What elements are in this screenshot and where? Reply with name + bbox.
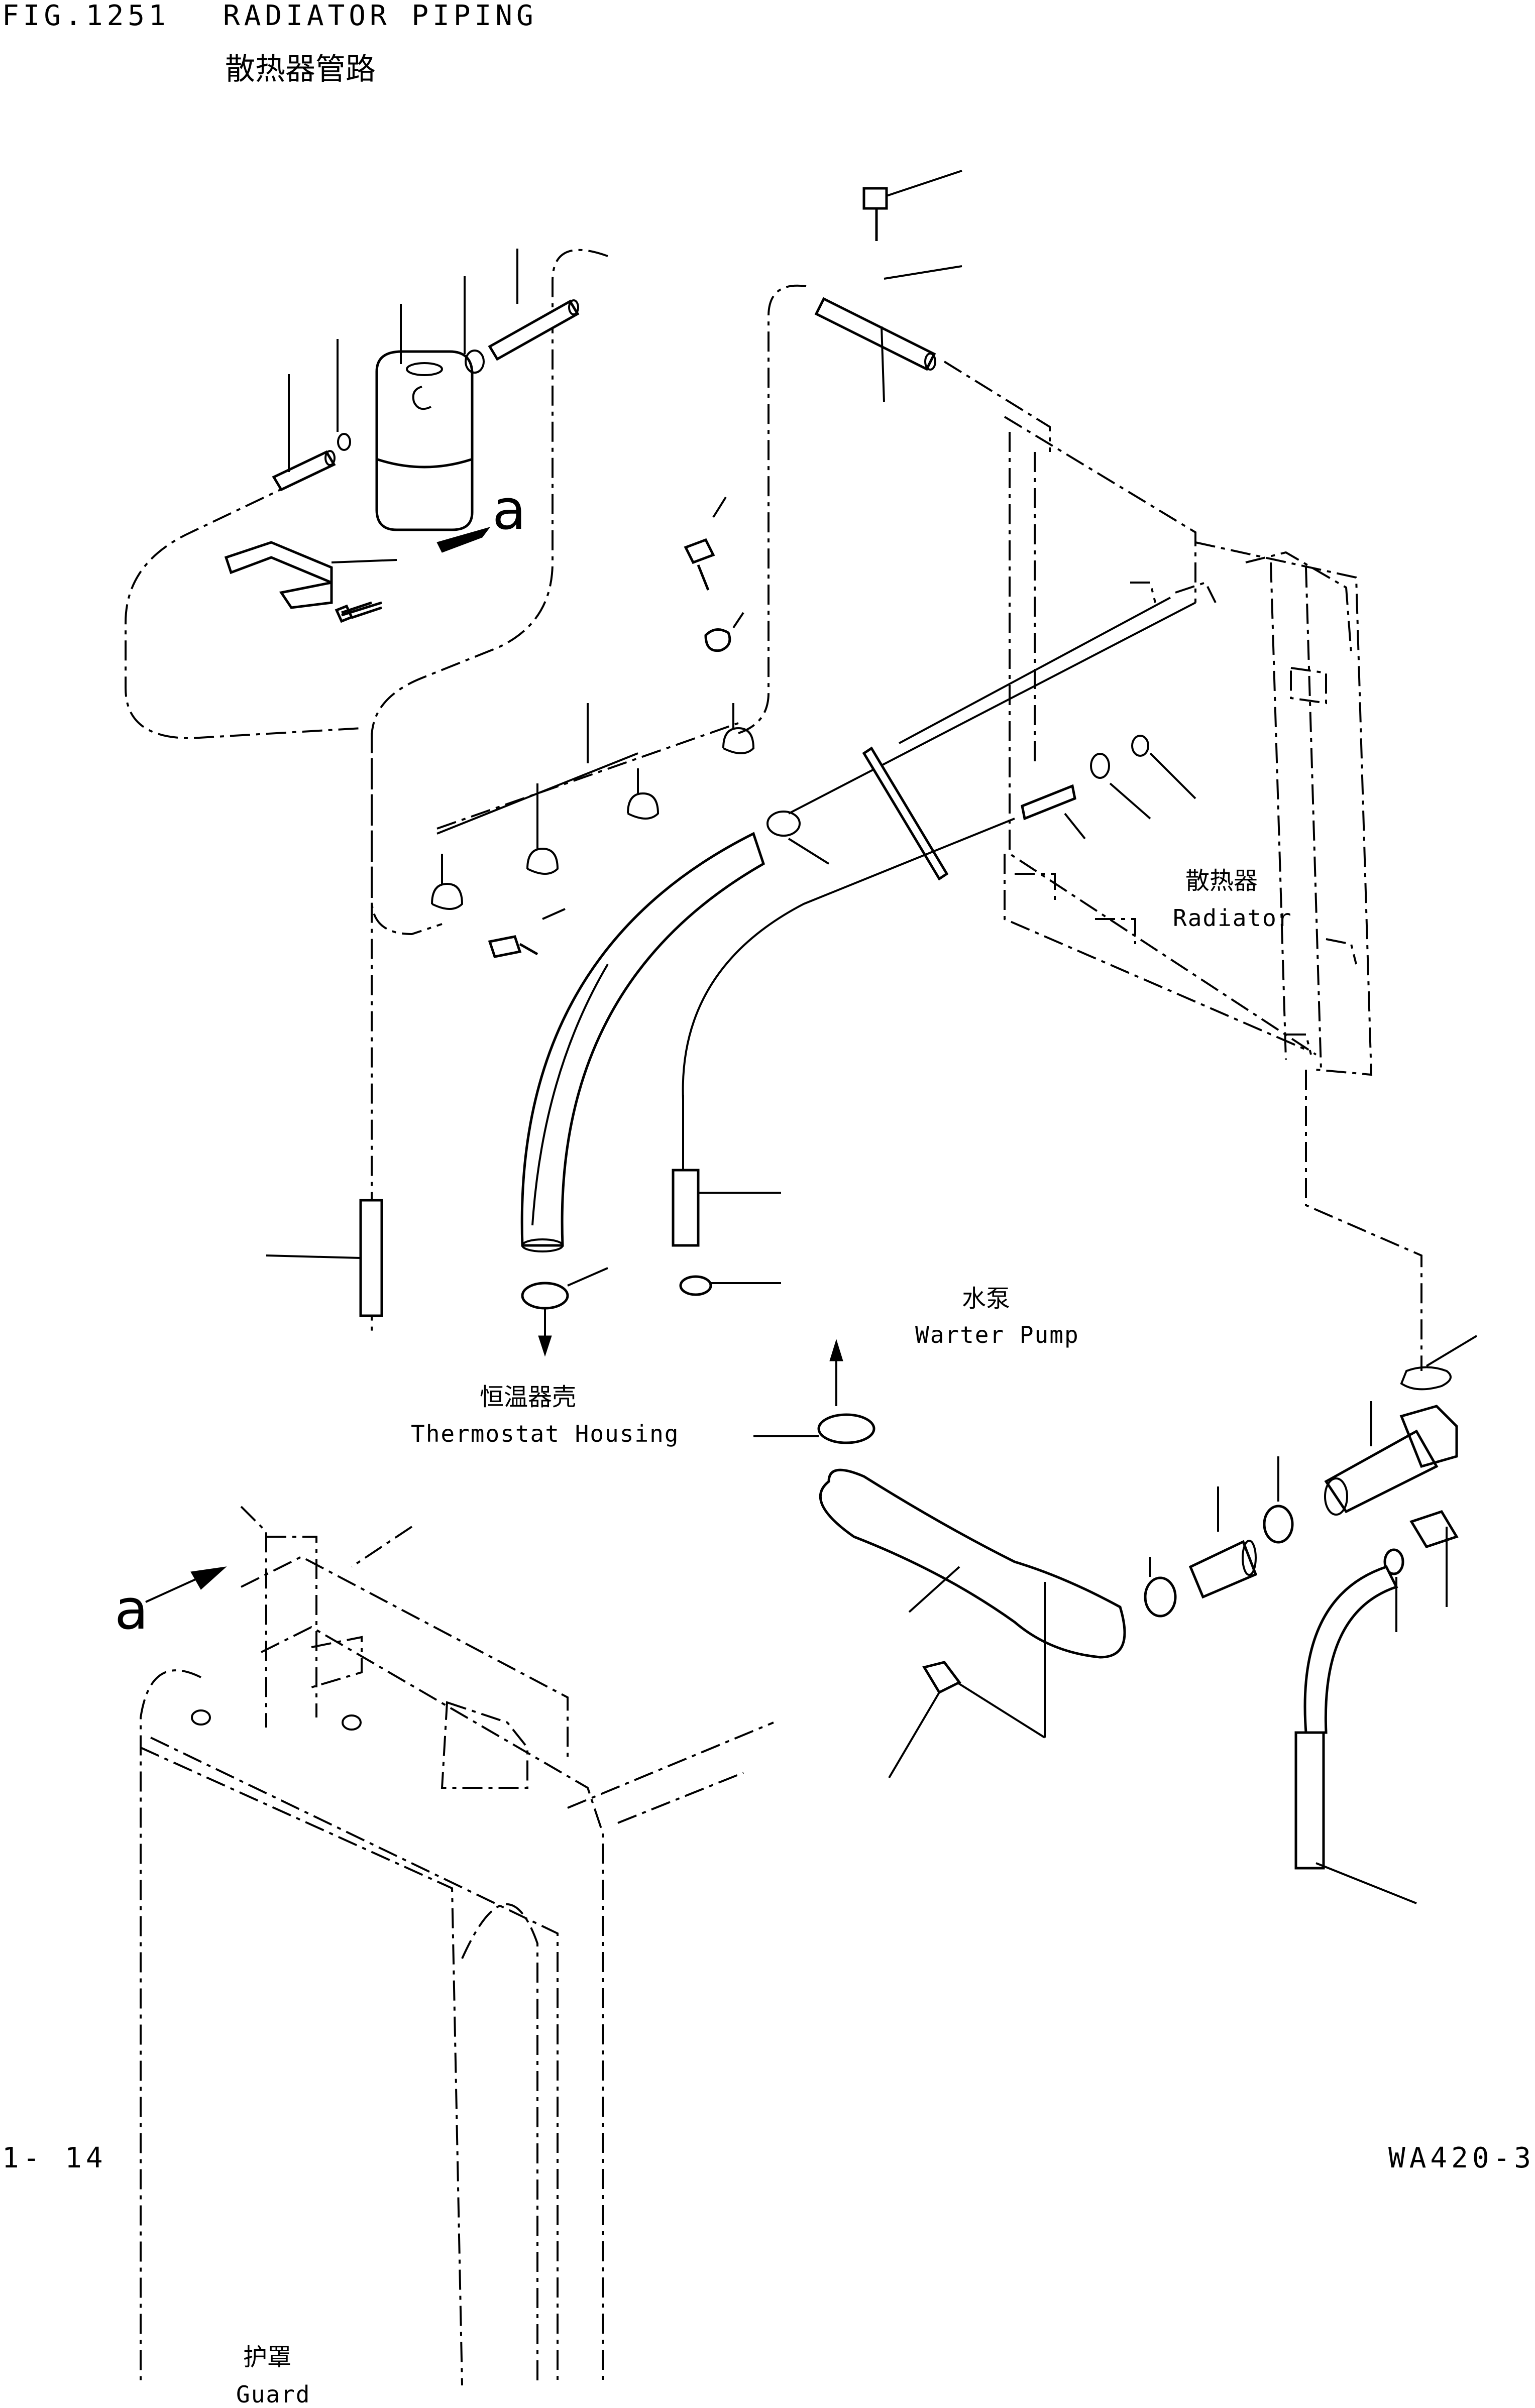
bolt-bracket: [335, 601, 382, 623]
radiator-label-cn: 散热器: [1185, 867, 1258, 895]
upper-hose-collar: [862, 746, 949, 881]
drain-valve: [888, 1582, 1046, 1779]
view-arrow-a-top: [436, 527, 491, 553]
page-number: 1- 14: [2, 2142, 107, 2174]
bolt-top: [862, 170, 962, 241]
hose-clamp-small: [337, 350, 485, 451]
radiator-to-pump-line: [1305, 1070, 1422, 1371]
figure-title: RADIATOR PIPING: [223, 0, 537, 32]
thermostat-label-en: Thermostat Housing: [411, 1420, 680, 1447]
upper-hose-guide-top: [899, 597, 1171, 744]
pump-lower-hose: [1294, 1565, 1417, 1904]
tank-to-radiator-hose: [125, 481, 362, 740]
guard-label-en: Guard: [236, 2381, 311, 2408]
pump-inlet-clamp: [753, 1413, 875, 1444]
water-pump-label-cn: 水泵: [962, 1285, 1011, 1313]
upper-radiator-hose: [520, 811, 830, 1252]
guard-label-cn: 护罩: [243, 2343, 292, 2371]
hose-segment-2: [488, 299, 580, 361]
lower-hose-vertical: [266, 1199, 383, 1317]
thermostat-label-cn: 恒温器壳: [480, 1383, 577, 1411]
water-pump-label-en: Warter Pump: [915, 1321, 1079, 1348]
upper-hose-fittings: [1021, 735, 1196, 840]
leader-lines-tank: [288, 249, 518, 472]
pump-hose-clamps: [1144, 1456, 1294, 1618]
view-marker-left: a: [115, 1577, 149, 1642]
tank-side-line: [371, 733, 443, 936]
pump-side-fitting: [1383, 1510, 1459, 1632]
radiator-piping-diagram: [125, 170, 1478, 2386]
upper-hose-top: [738, 265, 962, 734]
view-marker-top: a: [492, 478, 526, 542]
radiator-label-en: Radiator: [1173, 904, 1292, 932]
tank-bracket: [224, 541, 397, 619]
bolt-middle: [684, 496, 727, 591]
pump-arrow-up: [829, 1339, 843, 1406]
pump-inlet-hose: [819, 1468, 1126, 1659]
reserve-tank: [375, 350, 474, 531]
bolt-lower: [488, 908, 566, 958]
upper-hose-guide-bottom: [788, 602, 1196, 815]
cross-rail-clips: [431, 703, 755, 910]
figure-title-chinese: 散热器管路: [225, 52, 376, 87]
pump-outlet-pipe: [1324, 1335, 1478, 1516]
hose-segment-1: [272, 450, 336, 492]
lower-hose-left: [672, 818, 1015, 1247]
view-arrow-a-left: [145, 1566, 227, 1603]
thermostat-clamps: [521, 1267, 781, 1357]
figure-number: FIG.1251: [2, 0, 170, 32]
radiator-body: [943, 361, 1373, 1076]
clip-small: [704, 612, 744, 652]
model-number: WA420-3: [1388, 2142, 1535, 2174]
guard-outline: [140, 1506, 774, 2386]
tank-overflow-hose: [371, 249, 608, 1336]
